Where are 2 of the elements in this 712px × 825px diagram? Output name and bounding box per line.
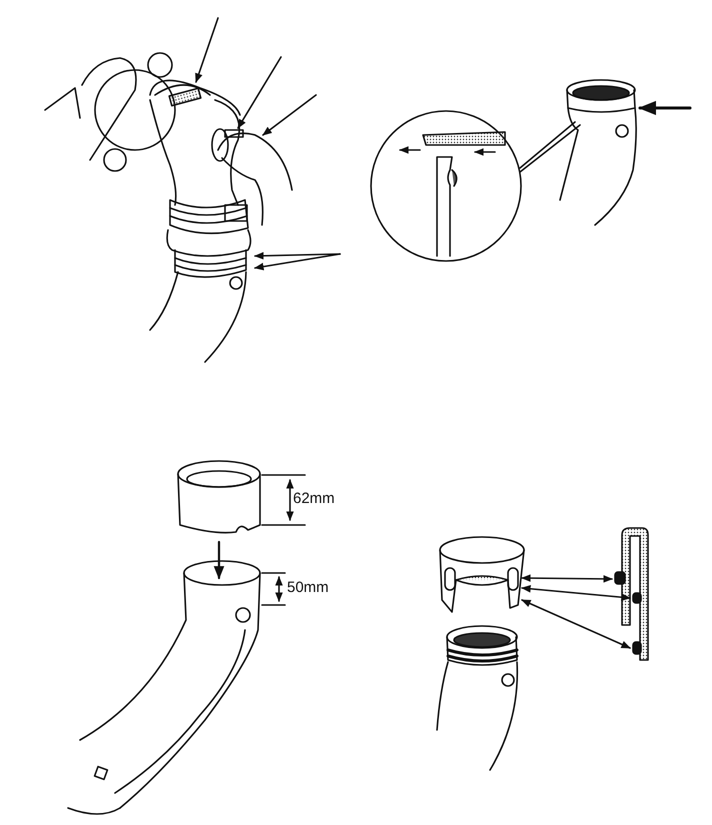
dimension-label: 62mm — [293, 491, 335, 507]
dimension-label: 50mm — [287, 580, 329, 596]
